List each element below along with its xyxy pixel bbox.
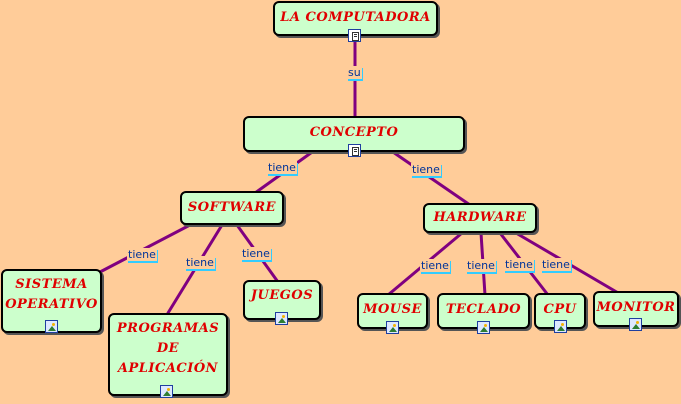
- link-label-concepto-hardware[interactable]: tiene: [411, 163, 441, 176]
- link-label-hardware-teclado[interactable]: tiene: [466, 259, 496, 272]
- connector-concepto-hardware: [388, 148, 472, 207]
- concept-label: SOFTWARE: [187, 199, 277, 215]
- concept-label: MOUSE: [363, 302, 422, 317]
- link-label-hardware-monitor[interactable]: tiene: [541, 258, 571, 271]
- concept-label: SISTEMA OPERATIVO: [5, 277, 98, 313]
- image-icon[interactable]: [629, 318, 642, 331]
- link-label-software-sistema[interactable]: tiene: [127, 248, 157, 261]
- concept-node-hardware[interactable]: HARDWARE: [423, 203, 537, 233]
- image-icon[interactable]: [477, 321, 490, 334]
- document-icon[interactable]: [348, 144, 361, 157]
- concept-label: CONCEPTO: [309, 125, 399, 140]
- image-icon[interactable]: [554, 320, 567, 333]
- concept-label: CPU: [543, 302, 577, 317]
- image-icon[interactable]: [45, 320, 58, 333]
- concept-node-monitor[interactable]: MONITOR: [593, 291, 679, 327]
- link-label-software-programas[interactable]: tiene: [185, 256, 215, 269]
- concept-label: LA COMPUTADORA: [280, 10, 431, 25]
- document-icon[interactable]: [348, 29, 361, 42]
- link-label-hardware-mouse[interactable]: tiene: [420, 259, 450, 272]
- link-label-software-juegos[interactable]: tiene: [241, 247, 271, 260]
- link-label-hardware-cpu[interactable]: tiene: [504, 258, 534, 271]
- concept-label: TECLADO: [445, 302, 522, 317]
- concept-label: MONITOR: [596, 300, 676, 315]
- concept-node-programas-de-aplicacion[interactable]: PROGRAMAS DE APLICACIÓN: [108, 313, 228, 396]
- concept-label: JUEGOS: [250, 288, 314, 303]
- image-icon[interactable]: [160, 385, 173, 398]
- concept-label: HARDWARE: [433, 209, 527, 225]
- concept-label: PROGRAMAS DE APLICACIÓN: [116, 321, 220, 377]
- link-label-concepto-software[interactable]: tiene: [267, 161, 297, 174]
- link-label-su[interactable]: su: [347, 66, 362, 79]
- image-icon[interactable]: [275, 312, 288, 325]
- connector-software-programas: [166, 223, 224, 315]
- concept-node-software[interactable]: SOFTWARE: [180, 191, 284, 225]
- image-icon[interactable]: [386, 321, 399, 334]
